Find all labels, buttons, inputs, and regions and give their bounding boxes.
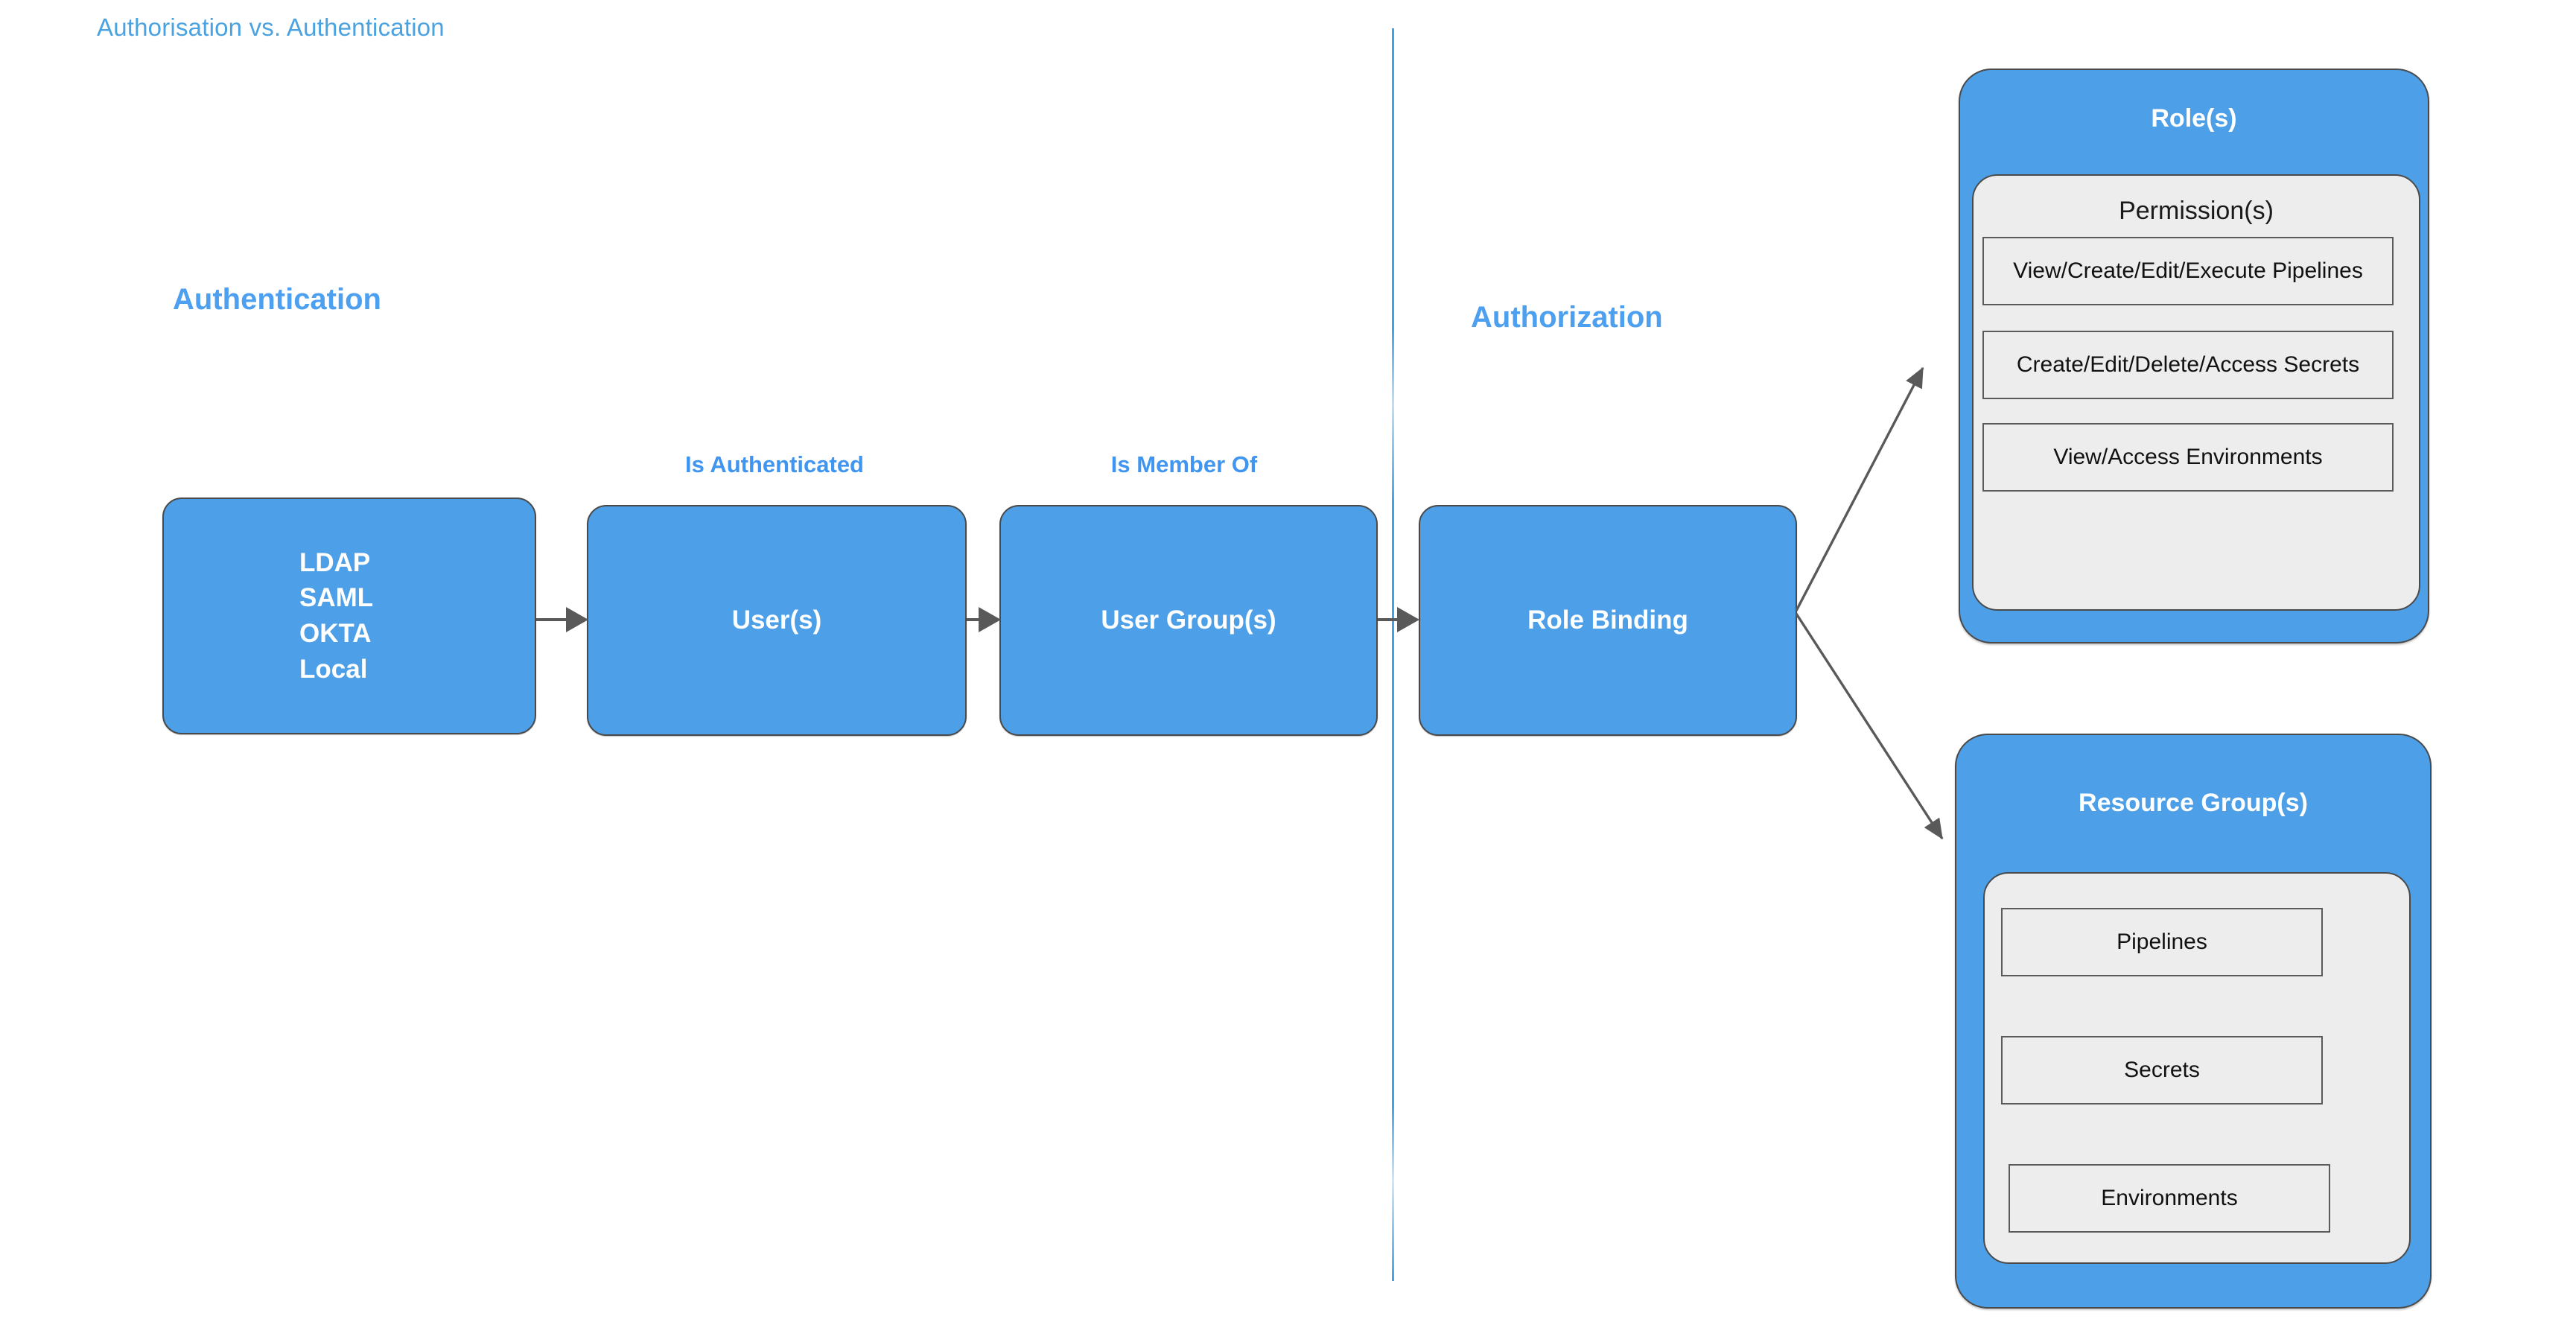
arrow-user-groups-to-role-binding [1378, 607, 1421, 632]
section-divider-line [1392, 28, 1394, 1281]
panel-roles[interactable]: Role(s) Permission(s) View/Create/Edit/E… [1959, 69, 2429, 643]
arrow-role-binding-to-resource-groups [1795, 613, 1944, 840]
resource-item[interactable]: Secrets [2001, 1036, 2323, 1105]
resource-item[interactable]: Pipelines [2001, 908, 2323, 976]
flow-node-user-groups[interactable]: User Group(s) [999, 505, 1378, 736]
permission-item[interactable]: View/Access Environments [1982, 423, 2394, 492]
edge-caption-is-member-of: Is Member Of [1110, 451, 1258, 477]
panel-resource-groups-body: Pipelines Secrets Environments [1983, 872, 2411, 1264]
arrow-role-binding-to-roles [1795, 366, 1924, 611]
permission-item[interactable]: Create/Edit/Delete/Access Secrets [1982, 331, 2394, 399]
arrow-head-icon [1397, 607, 1419, 632]
arrow-head-icon [979, 607, 1001, 632]
arrow-head-icon [566, 607, 588, 632]
branch-arrows-group [1795, 366, 1944, 840]
panel-roles-title: Role(s) [2151, 104, 2237, 133]
section-heading-authentication: Authentication [173, 283, 381, 316]
arrow-users-to-user-groups [967, 607, 1001, 632]
arrow-shaft [536, 618, 567, 621]
arrow-idp-to-users [536, 607, 588, 632]
edge-caption-is-authenticated: Is Authenticated [685, 451, 864, 477]
panel-resource-groups[interactable]: Resource Group(s) Pipelines Secrets Envi… [1955, 734, 2432, 1309]
flow-node-identity-providers[interactable]: LDAP SAML OKTA Local [162, 498, 536, 734]
panel-permissions-title: Permission(s) [2119, 197, 2274, 225]
arrow-shaft [1378, 618, 1399, 621]
arrow-shaft [967, 618, 980, 621]
page-title: Authorisation vs. Authentication [97, 13, 445, 41]
flow-node-users[interactable]: User(s) [587, 505, 967, 736]
permission-item[interactable]: View/Create/Edit/Execute Pipelines [1982, 237, 2394, 305]
section-heading-authorization: Authorization [1471, 301, 1663, 334]
panel-resource-groups-title: Resource Group(s) [2079, 789, 2308, 817]
flow-node-role-binding[interactable]: Role Binding [1419, 505, 1797, 736]
panel-permissions: Permission(s) View/Create/Edit/Execute P… [1972, 174, 2420, 611]
resource-item[interactable]: Environments [2009, 1164, 2330, 1233]
